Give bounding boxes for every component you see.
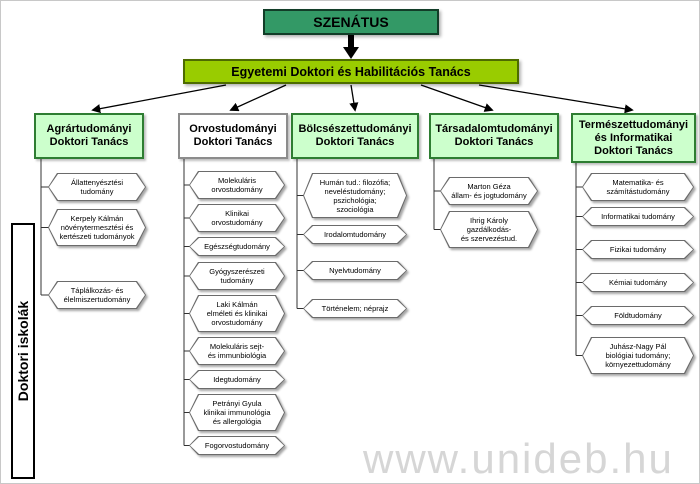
council-orvostudomanyi: Orvostudományi Doktori Tanács <box>178 113 288 159</box>
school-label: Klinikai orvostudomány <box>211 209 263 227</box>
school-node: Történelem; néprajz <box>303 299 407 318</box>
council-label: Természettudományi és Informatikai Dokto… <box>578 118 689 157</box>
school-label: Kerpely Kálmán növénytermesztési és kert… <box>59 214 135 241</box>
school-node: Petrányi Gyula klinikai immunológia és a… <box>189 394 285 431</box>
council-termeszettudomanyi: Természettudományi és Informatikai Dokto… <box>571 113 696 163</box>
school-node: Fizikai tudomány <box>582 240 694 259</box>
school-label: Petrányi Gyula klinikai immunológia és a… <box>203 399 271 426</box>
school-label: Fogorvostudomány <box>204 441 270 450</box>
school-label: Kémiai tudomány <box>609 278 667 287</box>
council-label: Orvostudományi Doktori Tanács <box>189 123 277 148</box>
school-node: Humán tud.: filozófia; neveléstudomány; … <box>303 173 407 218</box>
school-node: Ihrig Károly gazdálkodás- és szervezéstu… <box>440 211 538 248</box>
school-node: Irodalomtudomány <box>303 225 407 244</box>
council-bolcseszettudomanyi: Bölcsészettudományi Doktori Tanács <box>291 113 419 159</box>
council-fanout-arrows <box>91 84 634 114</box>
council-tarsadalomtudomanyi: Társadalomtudományi Doktori Tanács <box>429 113 559 159</box>
school-label: Irodalomtudomány <box>323 230 387 239</box>
senate-box: SZENÁTUS <box>263 9 439 35</box>
school-node: Molekuláris orvostudomány <box>189 171 285 199</box>
school-node: Táplálkozás- és élelmiszertudomány <box>48 281 146 309</box>
school-label: Laki Kálmán elméleti és klinikai orvostu… <box>206 300 268 327</box>
school-node: Fogorvostudomány <box>189 436 285 455</box>
school-label: Állattenyésztési tudomány <box>70 178 124 196</box>
doctoral-schools-side-label: Doktori iskolák <box>11 223 35 479</box>
school-node: Kémiai tudomány <box>582 273 694 292</box>
senate-to-council-arrow <box>343 35 359 59</box>
school-node: Egészségtudomány <box>189 237 285 256</box>
school-label: Idegtudomány <box>213 375 261 384</box>
council-label: Bölcsészettudományi Doktori Tanács <box>298 123 412 148</box>
school-label: Ihrig Károly gazdálkodás- és szervezéstu… <box>460 216 518 243</box>
school-label: Informatikai tudomány <box>601 212 675 221</box>
school-label: Humán tud.: filozófia; neveléstudomány; … <box>319 177 391 214</box>
school-label: Nyelvtudomány <box>329 266 381 275</box>
school-node: Marton Géza állam- és jogtudomány <box>440 177 538 205</box>
school-node: Gyógyszerészeti tudomány <box>189 262 285 290</box>
side-label-text: Doktori iskolák <box>15 300 31 402</box>
school-label: Történelem; néprajz <box>321 304 389 313</box>
council-label: Társadalomtudományi Doktori Tanács <box>435 123 553 148</box>
school-node: Földtudomány <box>582 306 694 325</box>
school-label: Földtudomány <box>614 311 662 320</box>
school-label: Marton Géza állam- és jogtudomány <box>451 182 527 200</box>
school-node: Klinikai orvostudomány <box>189 204 285 232</box>
school-label: Molekuláris orvostudomány <box>211 176 263 194</box>
university-doctoral-council-box: Egyetemi Doktori és Habilitációs Tanács <box>183 59 519 84</box>
school-node: Kerpely Kálmán növénytermesztési és kert… <box>48 209 146 246</box>
school-label: Juhász-Nagy Pál biológiai tudomány; körn… <box>605 342 671 369</box>
council-agrartudomanyi: Agrártudományi Doktori Tanács <box>34 113 144 159</box>
school-node: Molekuláris sejt- és immunbiológia <box>189 337 285 365</box>
school-label: Fizikai tudomány <box>609 245 667 254</box>
school-node: Informatikai tudomány <box>582 207 694 226</box>
school-label: Molekuláris sejt- és immunbiológia <box>207 342 267 360</box>
school-label: Gyógyszerészeti tudomány <box>209 267 265 285</box>
school-node: Idegtudomány <box>189 370 285 389</box>
school-label: Táplálkozás- és élelmiszertudomány <box>63 286 131 304</box>
school-label: Egészségtudomány <box>204 242 270 251</box>
council-label: Agrártudományi Doktori Tanács <box>46 123 132 148</box>
school-label: Matematika- és számítástudomány <box>606 178 670 196</box>
school-node: Nyelvtudomány <box>303 261 407 280</box>
senate-label: SZENÁTUS <box>313 14 389 30</box>
school-node: Állattenyésztési tudomány <box>48 173 146 201</box>
school-node: Juhász-Nagy Pál biológiai tudomány; körn… <box>582 337 694 374</box>
university-doctoral-council-label: Egyetemi Doktori és Habilitációs Tanács <box>231 64 471 79</box>
school-node: Laki Kálmán elméleti és klinikai orvostu… <box>189 295 285 332</box>
school-node: Matematika- és számítástudomány <box>582 173 694 201</box>
